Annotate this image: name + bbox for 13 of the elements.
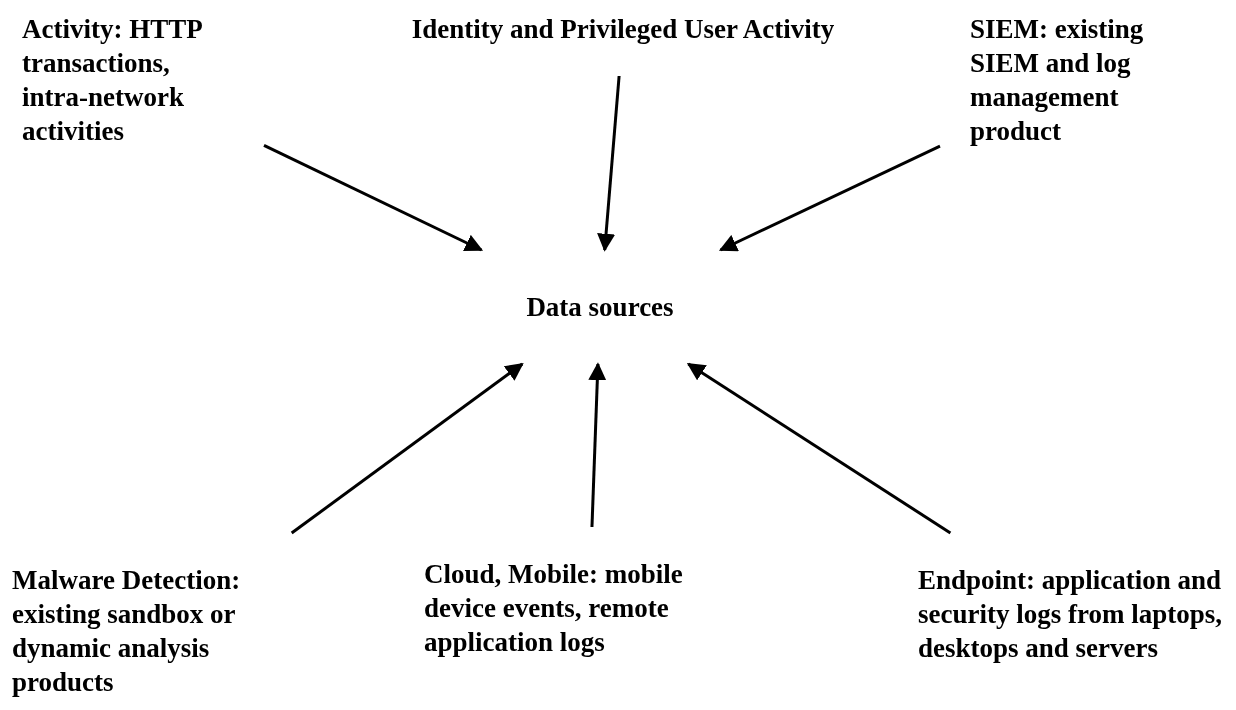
arrow [718,144,941,252]
arrow [597,75,621,252]
node-text: Data sources [505,290,695,324]
node-text: Activity: HTTP transactions, intra-network activities [22,12,234,148]
node-text: Endpoint: application and security logs from laptops, desktops and servers [918,563,1234,665]
arrow [290,362,524,535]
node-text: SIEM: existing SIEM and log management product [970,12,1190,148]
node-text: Malware Detection: existing sandbox or dynamic analysis products [12,563,304,699]
arrow [686,362,952,535]
arrow [263,144,484,252]
node-text: Cloud, Mobile: mobile device events, remote application logs [424,557,754,659]
arrow [588,362,607,528]
node-text: Identity and Privileged User Activity [358,12,888,46]
